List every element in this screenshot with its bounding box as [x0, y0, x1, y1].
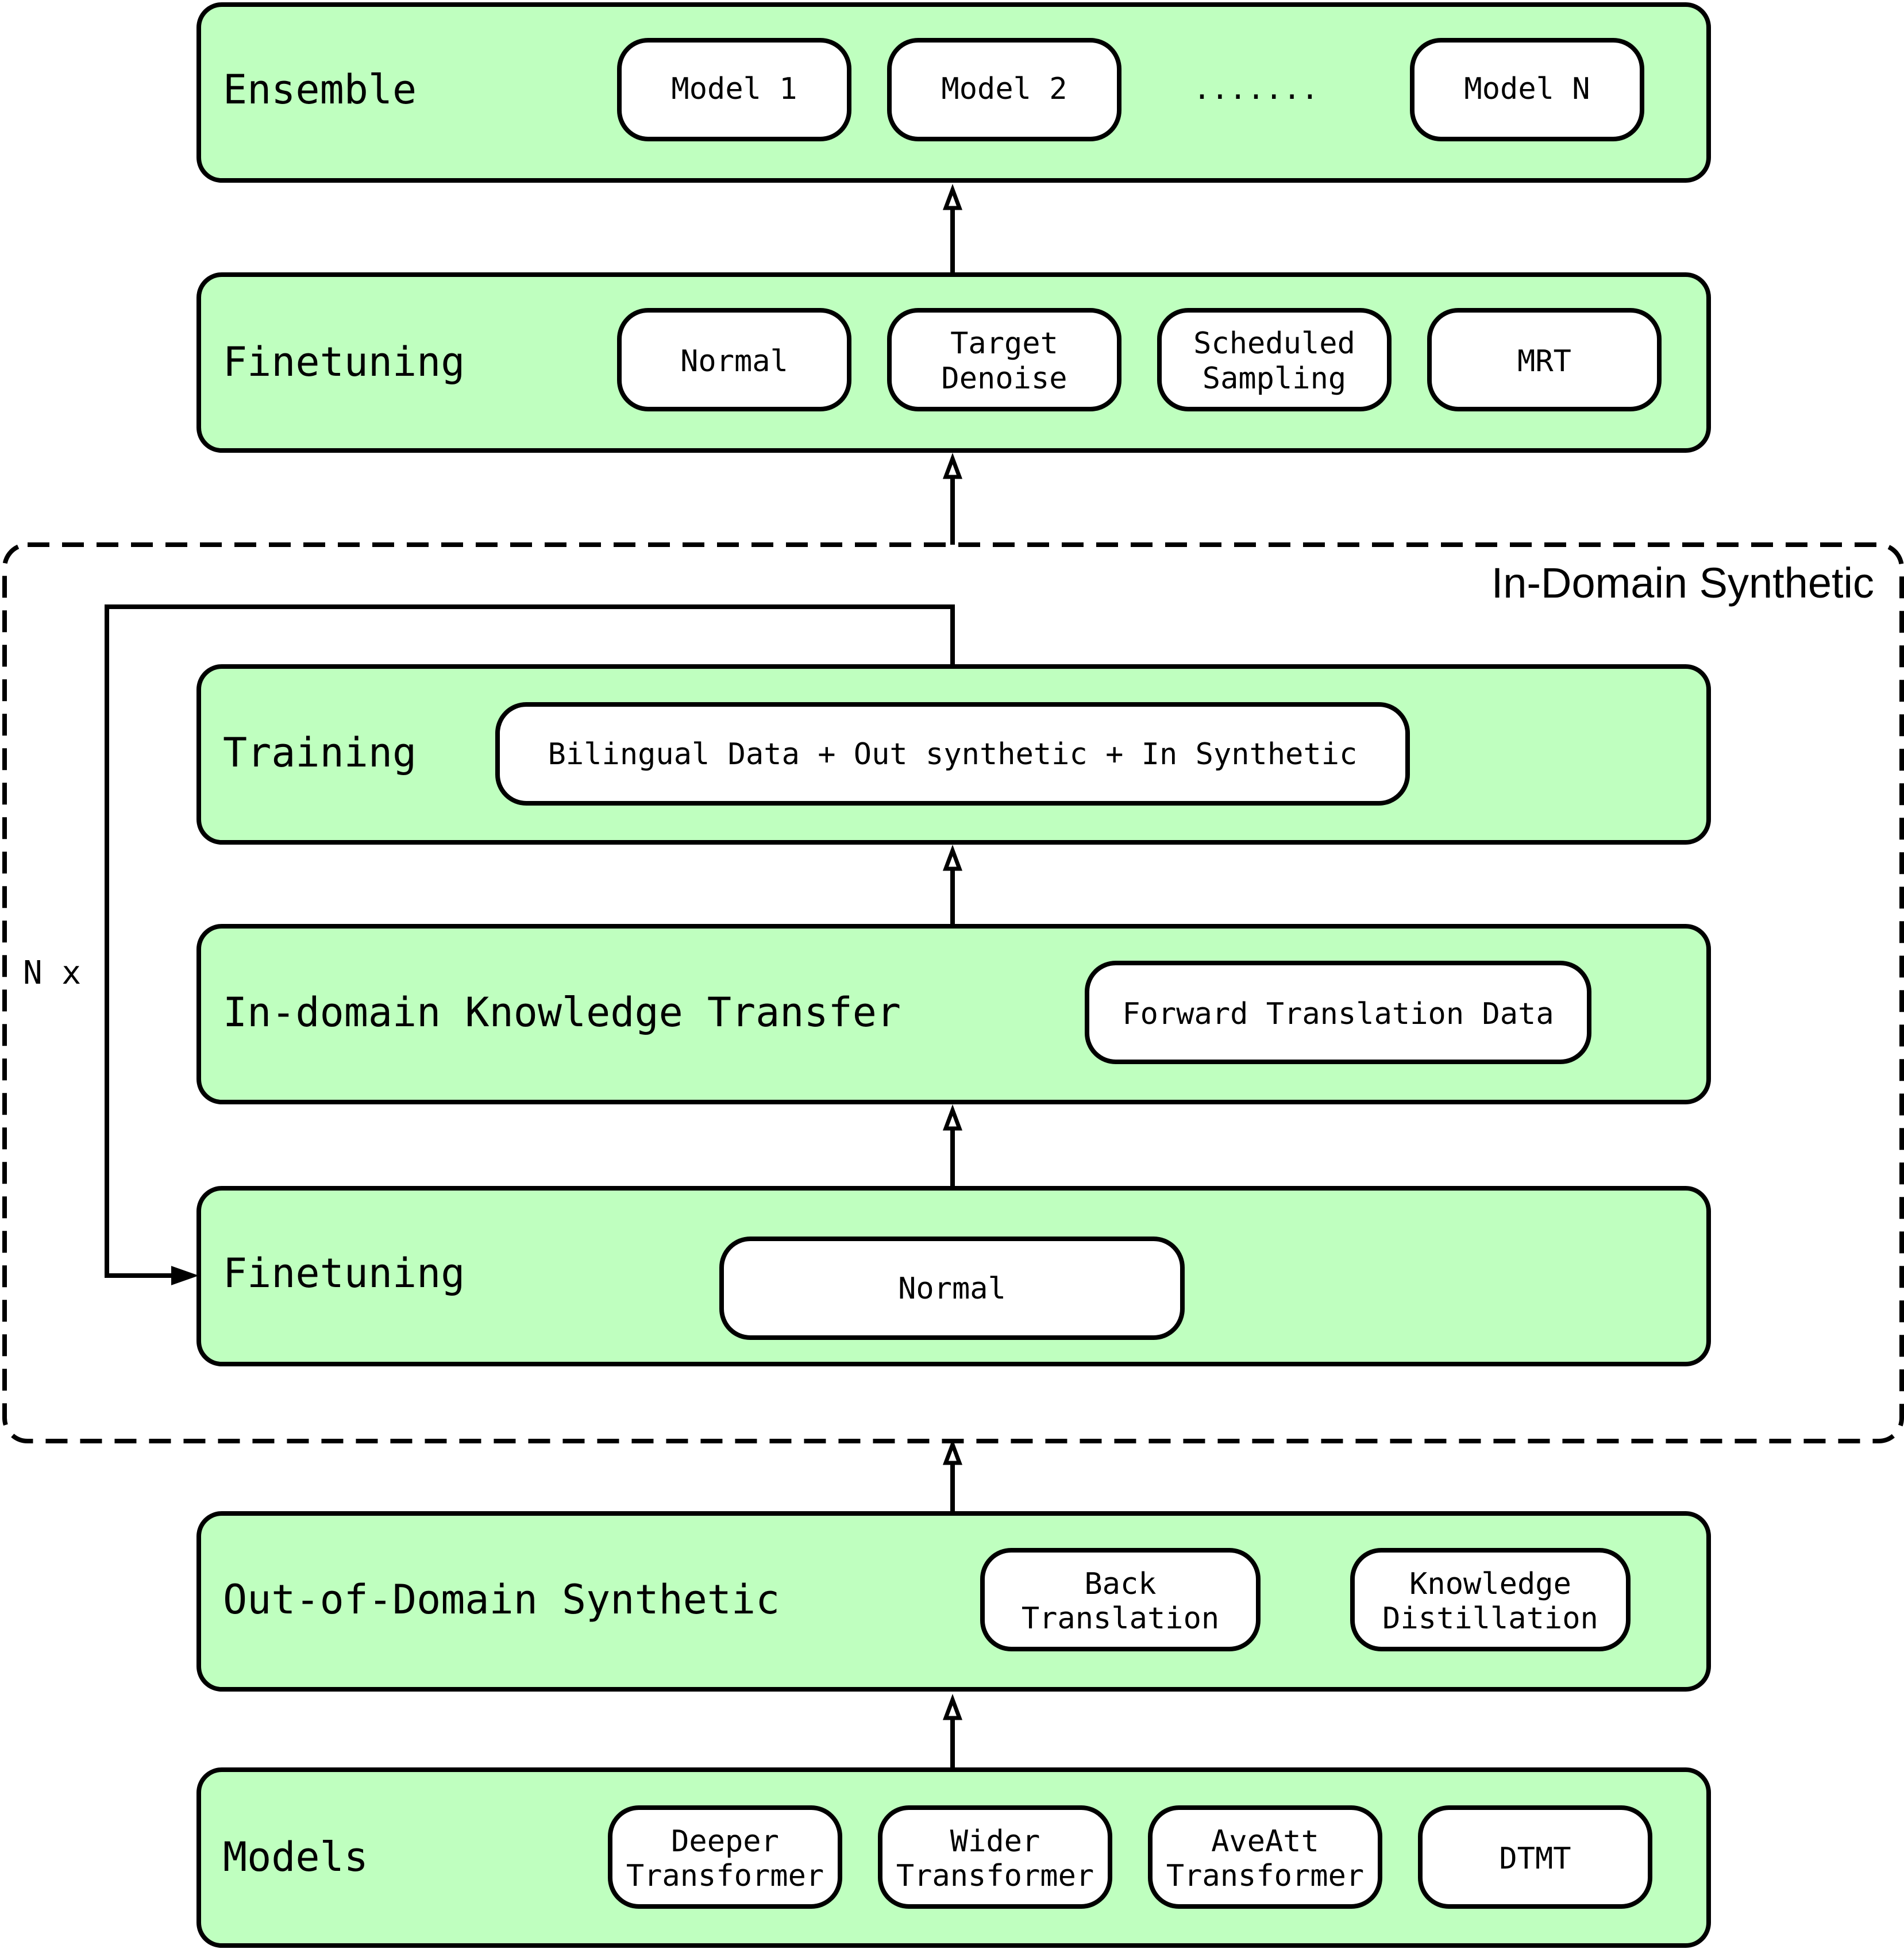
- back-translation-label-line-2: Translation: [1022, 1601, 1219, 1636]
- knowledge-distillation-box: [1350, 1548, 1631, 1651]
- ensemble-title: Ensemble: [223, 66, 417, 113]
- wider-transformer-box: [878, 1805, 1112, 1909]
- ellipsis-label: .......: [1193, 72, 1319, 106]
- finetuning-top-title: Finetuning: [223, 338, 465, 386]
- back-translation-label-line-1: Back: [1084, 1567, 1156, 1601]
- scheduled-sampling-box: [1157, 308, 1392, 411]
- model-n-label: Model N: [1464, 72, 1590, 106]
- deeper-transformer-box: [608, 1805, 842, 1909]
- dtmt-box: [1418, 1805, 1652, 1909]
- aveatt-transformer-label-line-1: AveAtt: [1211, 1824, 1319, 1859]
- model-2-box: [887, 38, 1121, 141]
- forward-translation-box: [1085, 961, 1591, 1064]
- model-1-box: [617, 38, 851, 141]
- out-of-domain-title: Out-of-Domain Synthetic: [223, 1576, 780, 1623]
- target-denoise-box: [887, 308, 1121, 411]
- knowledge-distillation-label-line-1: Knowledge: [1409, 1567, 1571, 1601]
- deeper-transformer-label-line-1: Deeper: [671, 1824, 779, 1859]
- normal-top-box: [617, 308, 851, 411]
- target-denoise-label-line-2: Denoise: [941, 361, 1067, 396]
- back-translation-box: [980, 1548, 1261, 1651]
- loop-count-label: N x: [23, 954, 81, 992]
- normal-top-label: Normal: [680, 344, 788, 379]
- training-data-box: [495, 702, 1410, 806]
- arrow-finetuning-to-ensemble-head: [942, 184, 963, 210]
- arrow-kt-to-training-head: [942, 845, 963, 871]
- target-denoise-label-line-1: Target: [950, 326, 1058, 361]
- loop-connector: [105, 604, 955, 1278]
- forward-translation-label: Forward Translation Data: [1122, 997, 1554, 1031]
- model-n-box: [1410, 38, 1644, 141]
- scheduled-sampling-label-line-2: Sampling: [1202, 361, 1346, 396]
- arrow-ft-to-kt-head: [942, 1104, 963, 1131]
- mrt-label: MRT: [1517, 344, 1571, 379]
- in-domain-synthetic-label: In-Domain Synthetic: [1491, 559, 1874, 607]
- model-1-label: Model 1: [671, 72, 797, 106]
- dtmt-label: DTMT: [1499, 1842, 1571, 1876]
- knowledge-distillation-label-line-2: Distillation: [1382, 1601, 1598, 1636]
- normal-inner-label: Normal: [898, 1272, 1006, 1306]
- deeper-transformer-label-line-2: Transformer: [626, 1859, 824, 1893]
- scheduled-sampling-label-line-1: Scheduled: [1193, 326, 1355, 361]
- loop-connector-head: [171, 1266, 199, 1285]
- finetuning-inner-title: Finetuning: [223, 1250, 465, 1297]
- arrow-group-to-finetuning-head: [942, 453, 963, 479]
- training-data-label: Bilingual Data + Out synthetic + In Synt…: [548, 737, 1358, 772]
- normal-inner-box: [719, 1237, 1185, 1340]
- arrow-ood-to-group-head: [942, 1439, 963, 1465]
- training-title: Training: [223, 729, 417, 776]
- aveatt-transformer-box: [1148, 1805, 1382, 1909]
- models-title: Models: [223, 1834, 368, 1881]
- aveatt-transformer-label-line-2: Transformer: [1166, 1859, 1364, 1893]
- wider-transformer-label-line-2: Transformer: [896, 1859, 1094, 1893]
- knowledge-transfer-title: In-domain Knowledge Transfer: [223, 989, 901, 1036]
- model-2-label: Model 2: [941, 72, 1067, 106]
- mrt-box: [1427, 308, 1662, 411]
- wider-transformer-label-line-1: Wider: [950, 1824, 1040, 1859]
- arrow-models-to-ood-head: [942, 1694, 963, 1720]
